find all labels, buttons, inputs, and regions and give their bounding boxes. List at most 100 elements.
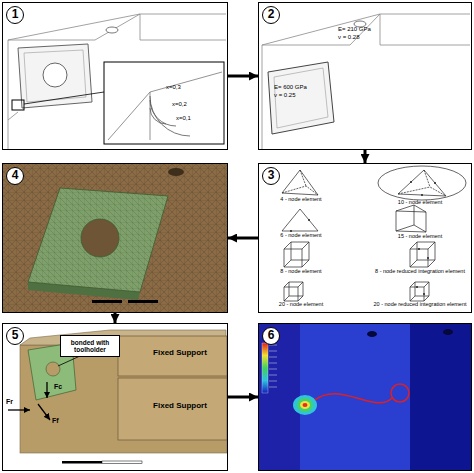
stress-contour xyxy=(300,401,310,409)
annotation-label: E= 210 GPa xyxy=(338,26,394,32)
force-arrow xyxy=(38,404,50,420)
insert-chamfer xyxy=(274,68,328,128)
prism-element xyxy=(396,205,426,212)
wireframe-edge xyxy=(8,14,226,150)
prism-element xyxy=(396,225,426,232)
node-dot xyxy=(418,248,420,250)
annotation-label: 8 - node reduced integration element xyxy=(372,269,468,275)
toolholder-mesh xyxy=(3,164,227,312)
flow-arrow xyxy=(228,75,258,78)
flow-arrow xyxy=(114,313,117,323)
result-region xyxy=(300,323,410,471)
prism-edge xyxy=(396,205,426,232)
annotation-label: 20 - node reduced integration element xyxy=(372,302,468,308)
toolholder-wireframe xyxy=(8,14,226,150)
screw-hole xyxy=(106,27,118,33)
hexa-element xyxy=(410,242,435,267)
stress-contour xyxy=(303,403,308,407)
hexa-element xyxy=(284,242,309,267)
color-scale xyxy=(262,343,268,393)
highlight-circle xyxy=(391,384,409,402)
zoom-marker xyxy=(12,100,24,110)
highlight-ellipse xyxy=(378,166,466,200)
annotation-label: Fixed Support xyxy=(140,349,220,357)
toolholder-wireframe xyxy=(262,14,470,150)
node-dot xyxy=(290,230,292,232)
callout-leader xyxy=(58,356,80,366)
figure-panel: 6 xyxy=(258,323,472,471)
annotation-label: Ff xyxy=(52,417,66,424)
insert-hole xyxy=(81,219,119,257)
node-dot xyxy=(434,182,436,184)
figure-panel: 4 xyxy=(2,163,228,313)
screw-hole xyxy=(168,168,184,176)
inset-insert-edge xyxy=(108,72,222,140)
tetra-element xyxy=(398,170,446,196)
annotation-label: E= 600 GPa xyxy=(274,84,328,90)
callout-box: bonded with toolholder xyxy=(60,335,120,357)
triangle-element xyxy=(282,209,318,231)
node-dot xyxy=(427,257,429,259)
insert-hole xyxy=(43,63,67,87)
step-number: 2 xyxy=(262,6,280,24)
node-dot xyxy=(423,293,425,295)
hexa-element xyxy=(410,282,429,301)
figure-panel: 2 xyxy=(258,2,472,150)
fixed-support-face xyxy=(118,336,227,376)
figure-panel: 1 xyxy=(2,2,228,150)
annotation-label: 8 - node element xyxy=(262,269,340,275)
annotation-label: x=0,1 xyxy=(176,115,210,121)
zoom-inset xyxy=(104,62,224,144)
node-dot xyxy=(421,194,423,196)
annotation-label: Fc xyxy=(54,383,68,390)
scale-bar xyxy=(102,461,142,464)
step-number: 6 xyxy=(262,327,280,345)
step-number: 1 xyxy=(6,6,24,24)
annotation-label: 4 - node element xyxy=(262,197,340,203)
result-background xyxy=(258,323,472,471)
callout-text: bonded with toolholder xyxy=(61,339,119,353)
step-number: 4 xyxy=(6,167,24,185)
insert-mesh xyxy=(28,188,168,292)
annotation-label: 20 - node element xyxy=(262,302,340,308)
annotation-label: ν = 0.28 xyxy=(338,34,394,40)
insert-chamfer xyxy=(24,50,86,102)
annotation-label: x=0,2 xyxy=(172,101,206,107)
scale-bar xyxy=(92,300,122,303)
stress-contour xyxy=(297,398,313,412)
scale-ticks xyxy=(269,345,277,387)
force-arrow xyxy=(46,382,47,398)
zoom-leader xyxy=(24,92,104,104)
annotation-label: x=0,3 xyxy=(166,84,200,90)
annotation-label: 10 - node element xyxy=(372,200,468,206)
result-region xyxy=(410,323,472,471)
insert-hole xyxy=(46,362,60,376)
step-number: 5 xyxy=(6,327,24,345)
step-number: 3 xyxy=(262,167,280,185)
flow-arrow xyxy=(228,396,258,399)
highlight-curve xyxy=(315,394,392,403)
insert-outline xyxy=(268,62,334,134)
annotation-label: Fr xyxy=(6,398,20,405)
stress-contour xyxy=(293,395,317,415)
insert-outline xyxy=(18,44,92,108)
annotation-label: 6 - node element xyxy=(262,233,340,239)
node-dot xyxy=(308,219,310,221)
annotation-label: 15 - node element xyxy=(372,234,468,240)
screw-hole xyxy=(443,329,453,335)
tetra-hidden-edge xyxy=(282,170,318,195)
tetra-hidden-edge xyxy=(398,170,446,196)
scale-bar xyxy=(62,461,102,464)
node-dot xyxy=(410,181,412,183)
hexa-element xyxy=(284,282,303,301)
screw-hole xyxy=(367,331,377,337)
annotation-label: Fixed Support xyxy=(140,402,220,410)
scale-bar xyxy=(128,300,158,303)
tetra-element xyxy=(282,170,318,195)
annotation-label: ν = 0.25 xyxy=(274,92,328,98)
flow-arrow xyxy=(228,237,258,240)
fixed-support-face xyxy=(118,378,227,440)
node-dot xyxy=(416,286,418,288)
figure-panel: 5 bonded with toolholder xyxy=(2,323,228,471)
flow-arrow xyxy=(364,150,367,163)
